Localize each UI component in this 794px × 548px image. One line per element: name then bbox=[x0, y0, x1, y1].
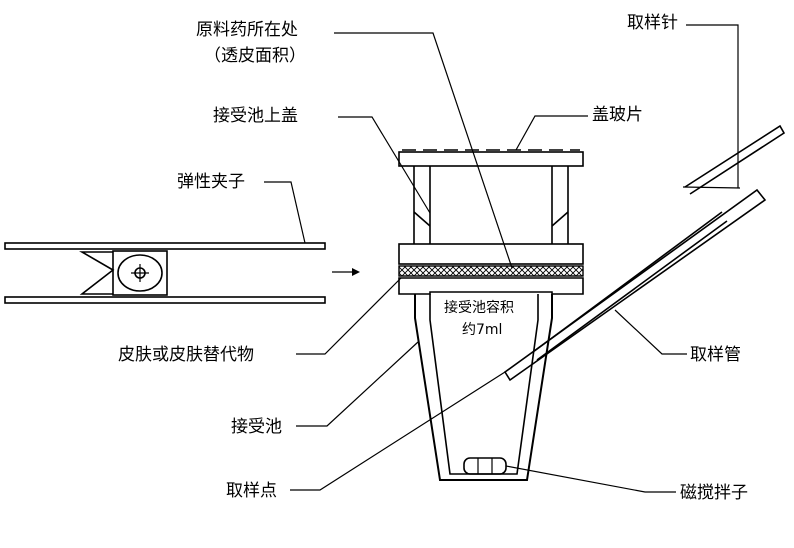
receiver-cap bbox=[398, 151, 584, 265]
label-receiver-volume: 接受池容积 bbox=[444, 299, 514, 316]
clip-upper-plate bbox=[4, 242, 326, 250]
skin-membrane bbox=[398, 265, 584, 277]
label-sampling-point: 取样点 bbox=[226, 481, 277, 501]
clip-pivot bbox=[117, 254, 163, 292]
elastic-clip bbox=[4, 242, 326, 304]
label-raw-drug: 原料药所在处 bbox=[196, 20, 298, 40]
sampling-needle bbox=[682, 124, 786, 195]
leader-lines bbox=[264, 24, 739, 493]
label-receiver-cap: 接受池上盖 bbox=[213, 106, 298, 126]
clip-block bbox=[112, 250, 168, 296]
label-cover-glass: 盖玻片 bbox=[592, 105, 643, 125]
label-receiver-volume-ml: 约7ml bbox=[462, 322, 502, 338]
sampling-tube bbox=[503, 188, 767, 382]
label-skin: 皮肤或皮肤替代物 bbox=[118, 345, 254, 365]
clip-lower-plate bbox=[4, 296, 326, 304]
label-elastic-clip: 弹性夹子 bbox=[177, 172, 245, 192]
label-sampling-needle: 取样针 bbox=[627, 13, 678, 33]
stir-bar bbox=[463, 457, 507, 475]
label-raw-drug-area: （透皮面积） bbox=[204, 46, 306, 66]
receiver-pool bbox=[398, 277, 584, 481]
label-receiver-pool: 接受池 bbox=[231, 417, 282, 437]
clip-spring bbox=[79, 251, 115, 295]
label-stir-bar: 磁搅拌子 bbox=[680, 483, 748, 503]
direction-arrow bbox=[332, 268, 360, 276]
label-sampling-tube: 取样管 bbox=[690, 345, 741, 365]
